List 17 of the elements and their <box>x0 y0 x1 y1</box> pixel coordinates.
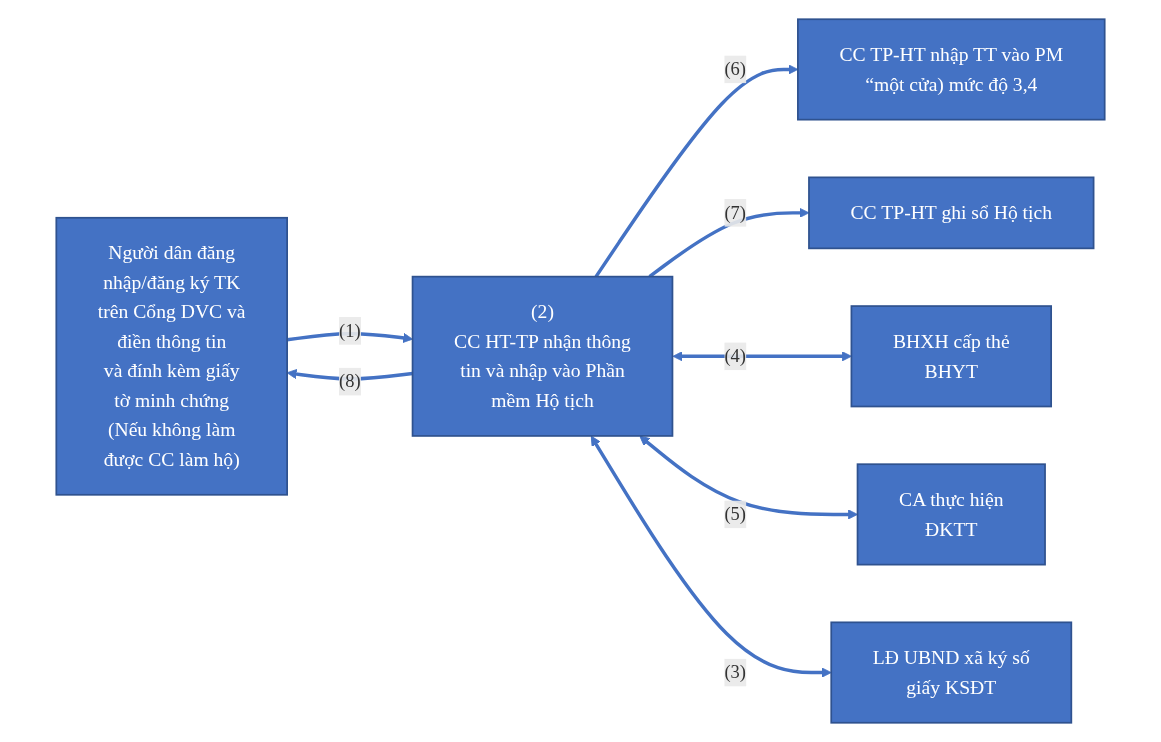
edge-label: (1) <box>339 320 361 341</box>
node-box: Người dân đăng nhập/đăng ký TK trên Cổng DVC và điền thông tin và đính kèm giấy tờ minh chứng (Nếu không làm được CC làm hộ) <box>55 216 288 496</box>
node-box: CC TP-HT ghi sổ Hộ tịch <box>808 176 1095 250</box>
edge-label: (7) <box>724 202 746 223</box>
node-box: CA thực hiện ĐKTT <box>856 463 1046 566</box>
node-box: (2) CC HT-TP nhận thông tin và nhập vào Phần mềm Hộ tịch <box>411 275 674 437</box>
arrow <box>590 435 832 678</box>
arrow <box>672 351 852 362</box>
node-box: BHXH cấp thẻ BHYT <box>850 305 1052 408</box>
edge-label: (5) <box>724 504 746 524</box>
edge-label: (4) <box>724 345 746 366</box>
node-box: LĐ UBND xã ký số giấy KSĐT <box>830 621 1073 724</box>
edge-label: (6) <box>724 59 746 79</box>
edge-label: (3) <box>724 662 746 682</box>
edge-label: (8) <box>339 371 361 391</box>
arrow <box>639 435 858 520</box>
node-box: CC TP-HT nhập TT vào PM “một cửa) mức độ 3,4 <box>797 18 1106 121</box>
